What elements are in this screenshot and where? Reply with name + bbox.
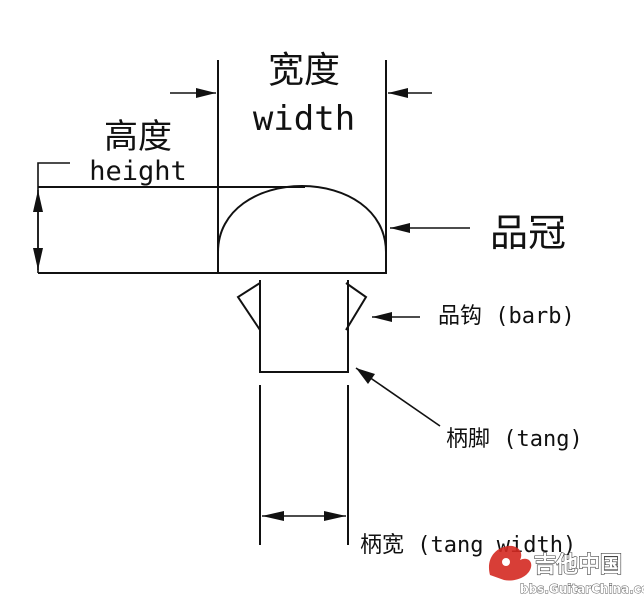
height-label-en: height [89, 156, 187, 187]
crown-arrow [390, 223, 410, 233]
height-arrow-top [33, 190, 43, 212]
height-label-cn: 高度 [104, 117, 172, 157]
watermark-name: 吉他中国 [534, 552, 622, 578]
barb-label: 品钩 (barb) [438, 304, 575, 329]
tang-arrow [356, 368, 375, 384]
width-label-en: width [253, 99, 355, 139]
height-arrow-bottom [33, 248, 43, 270]
tang-width-arrow-right [324, 511, 346, 521]
barb-left [236, 282, 261, 331]
height-bracket [37, 162, 70, 273]
barb-right [345, 282, 368, 331]
barb-arrow [372, 312, 392, 322]
watermark-logo-dot [502, 558, 510, 566]
tang-width-label: 柄宽 (tang width) [360, 533, 576, 558]
width-label-cn: 宽度 [268, 50, 340, 91]
tang-width-arrow-left [262, 511, 284, 521]
tang-label: 柄脚 (tang) [446, 427, 583, 452]
fret-crown-shape [217, 184, 387, 274]
fret-tang-shape [259, 280, 349, 373]
watermark-url: bbs.GuitarChina.com [520, 582, 644, 596]
width-arrow-left [196, 88, 216, 98]
watermark-logo-icon [488, 545, 532, 581]
watermark: 吉他中国 bbs.GuitarChina.com [488, 545, 644, 596]
width-arrow-right [388, 88, 408, 98]
crown-label: 品冠 [490, 211, 566, 255]
